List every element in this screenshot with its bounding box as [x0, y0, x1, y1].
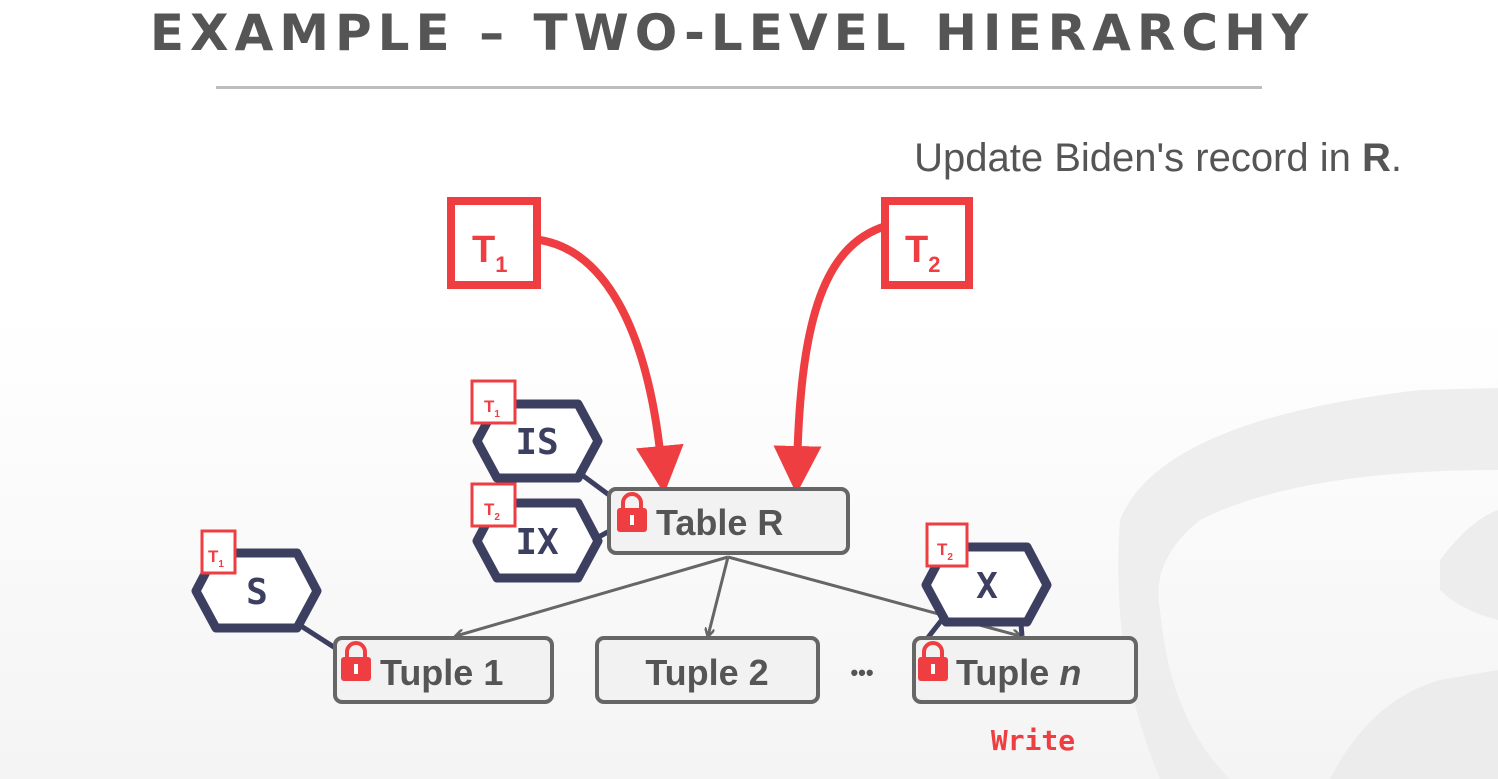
padlock-icon [341, 641, 371, 681]
transaction-t2-box: T2 [881, 197, 973, 289]
edge-table-to-tuple2 [708, 556, 730, 636]
padlock-icon [617, 492, 647, 532]
tuple-1-label: Tuple 1 [380, 652, 503, 693]
svg-text:T2: T2 [484, 500, 500, 523]
tuple-2-label: Tuple 2 [645, 652, 768, 693]
table-r-node: Table R [607, 487, 850, 555]
x-lock-badge: X T2 [921, 522, 1052, 627]
s-lock-mode: S [246, 572, 268, 613]
ix-lock-holder: T [484, 500, 495, 519]
svg-text:T1: T1 [472, 229, 507, 277]
s-lock-holder: T [208, 547, 219, 566]
tuple-1-node: Tuple 1 [333, 636, 554, 704]
svg-text:T2: T2 [937, 540, 953, 563]
is-lock-badge: IS T1 [470, 379, 603, 483]
slide-title: EXAMPLE – TWO-LEVEL HIERARCHY [149, 4, 1315, 62]
t1-sub: 1 [495, 252, 507, 277]
title-divider [216, 86, 1262, 89]
ix-lock-mode: IX [515, 522, 559, 563]
svg-text:T1: T1 [208, 547, 224, 570]
x-lock-mode: X [976, 566, 998, 607]
svg-text:T2: T2 [905, 229, 940, 277]
is-lock-holder-sub: 1 [494, 409, 500, 420]
ix-lock-holder-sub: 2 [494, 512, 500, 523]
ix-lock-badge: IX T2 [470, 482, 603, 583]
t1-label: T [472, 229, 495, 271]
svg-text:T1: T1 [484, 397, 500, 420]
padlock-icon [918, 641, 948, 681]
tuple-n-label: Tuple [956, 652, 1059, 693]
x-lock-holder: T [937, 540, 948, 559]
edge-table-to-tuple1 [456, 555, 729, 636]
tuple-ellipsis: ••• [850, 660, 873, 685]
tuple-2-node: Tuple 2 [595, 636, 820, 704]
t1-request-arrow [539, 236, 684, 494]
write-operation-label: Write [991, 724, 1075, 757]
t2-sub: 2 [928, 252, 940, 277]
table-r-label: Table R [656, 502, 783, 543]
is-lock-mode: IS [515, 422, 558, 463]
is-lock-holder: T [484, 397, 495, 416]
svg-text:Tuple n: Tuple n [956, 652, 1081, 693]
subtitle: Update Biden's record in R. [914, 136, 1402, 181]
s-lock-badge: S T1 [191, 529, 322, 633]
t2-request-arrow [773, 222, 888, 494]
tuple-n-node: Tuple n [912, 636, 1138, 704]
t2-label: T [905, 229, 928, 271]
database-logo-watermark [1118, 388, 1498, 779]
subtitle-prefix: Update Biden's record in [914, 136, 1362, 180]
s-lock-holder-sub: 1 [218, 559, 224, 570]
x-lock-holder-sub: 2 [947, 552, 953, 563]
subtitle-bold: R [1361, 136, 1391, 180]
subtitle-suffix: . [1390, 136, 1402, 180]
tuple-n-italic: n [1059, 652, 1081, 693]
transaction-t1-box: T1 [447, 197, 541, 289]
